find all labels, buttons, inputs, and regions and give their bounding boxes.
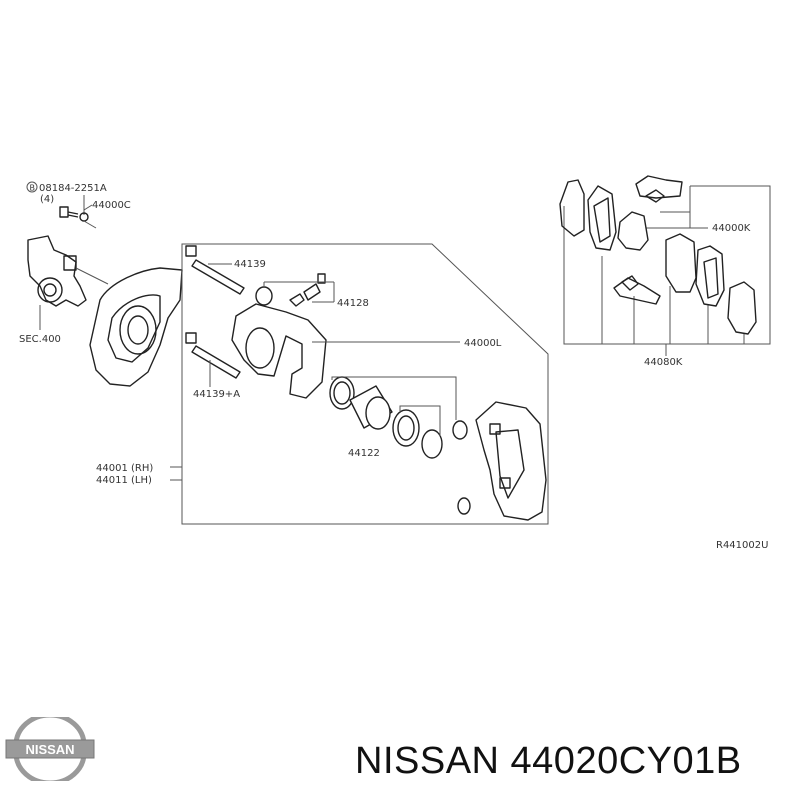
part-caption: NISSAN 44020CY01B <box>355 740 742 782</box>
steering-knuckle: SEC.400 <box>19 235 109 345</box>
bolt-mark-circle <box>26 181 38 193</box>
pin-boot: 44128 <box>289 273 369 309</box>
seal-kit: 44122 <box>329 376 468 459</box>
caliper-rh-label: 44001 (RH) <box>96 463 153 474</box>
knuckle-ref-label: SEC.400 <box>19 334 61 345</box>
caliper-assy-label: 44000L <box>464 338 502 349</box>
diagram-id: R441002U <box>716 540 768 551</box>
slide-pin-upper: 44139 <box>185 245 266 295</box>
bolt-part <box>59 206 97 229</box>
pad-kit-label: 44000K <box>712 223 751 234</box>
bolt-mark: B <box>30 184 36 193</box>
pin-upper-label: 44139 <box>234 259 266 270</box>
bolt-qty-label: (4) <box>40 194 54 205</box>
bolt-part-label: 44000C <box>92 200 131 211</box>
bolt-callout: B 08184-2251A (4) 44000C <box>26 181 131 229</box>
caliper-bracket <box>457 401 547 521</box>
bolt-ref-label: 08184-2251A <box>39 183 107 194</box>
dust-shield <box>89 267 183 387</box>
caliper-assy-frame <box>181 243 549 525</box>
boot-label: 44128 <box>337 298 369 309</box>
seal-kit-label: 44122 <box>348 448 380 459</box>
nissan-logo: NISSAN <box>5 717 95 781</box>
pin-lower-label: 44139+A <box>193 389 240 400</box>
logo-text: NISSAN <box>25 742 74 757</box>
caliper-body <box>231 281 335 399</box>
pad-set-label: 44080K <box>644 357 683 368</box>
caliper-lh-label: 44011 (LH) <box>96 475 152 486</box>
pad-kit: 44080K 44000K <box>559 175 771 368</box>
slide-pin-lower: 44139+A <box>185 332 241 400</box>
